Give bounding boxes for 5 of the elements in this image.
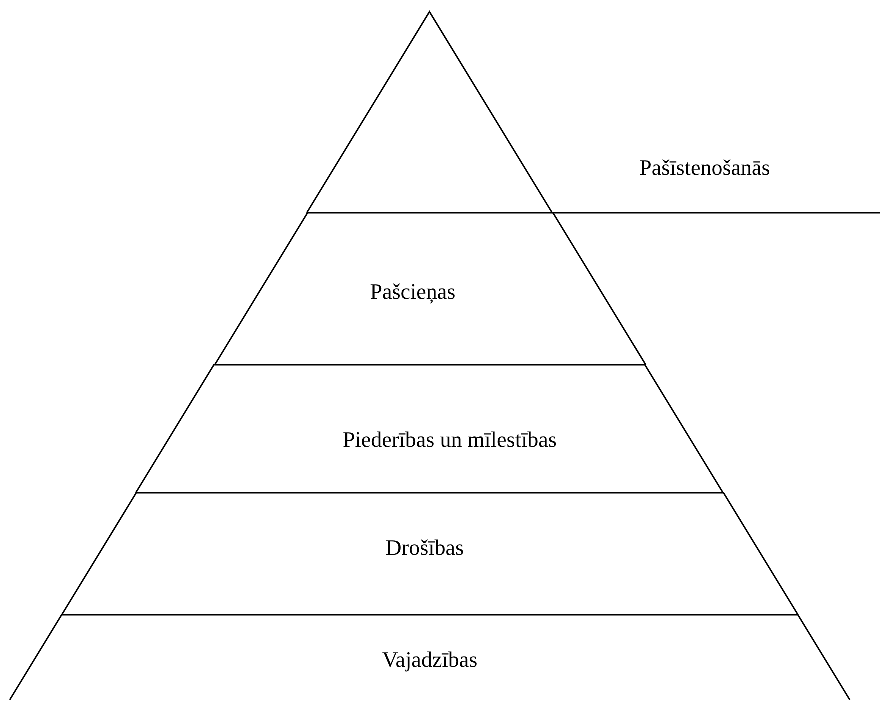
level-label: Pašīstenošanās xyxy=(640,155,770,181)
level-label: Piederības un mīlestības xyxy=(343,427,557,453)
level-label: Pašcieņas xyxy=(370,279,456,305)
level-label: Vajadzības xyxy=(382,647,478,673)
level-label: Drošības xyxy=(386,535,464,561)
